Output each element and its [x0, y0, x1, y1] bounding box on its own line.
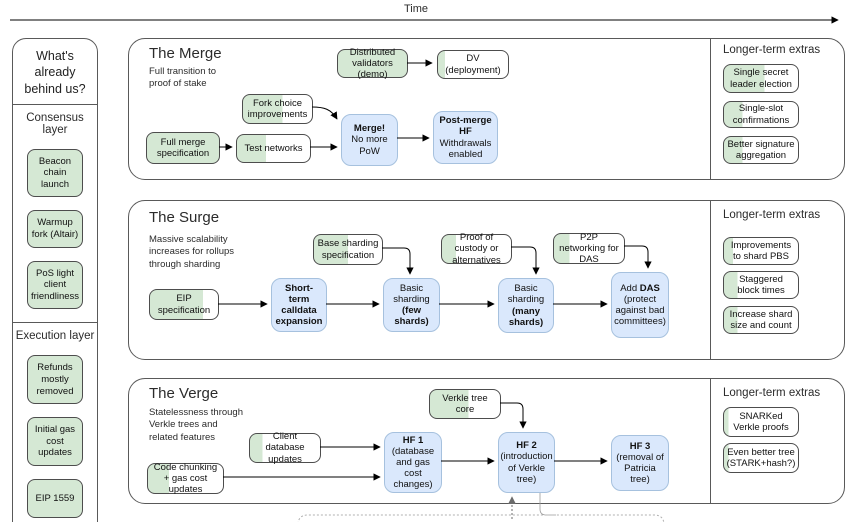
- node-post-merge-hf: Post-merge HF Withdrawals enabled: [433, 111, 498, 164]
- node-eip-specification: EIP specification: [149, 289, 219, 320]
- node-pos-light-client: PoS light client friendliness: [27, 260, 83, 310]
- hf3-body: (removal of Patricia tree): [616, 451, 664, 486]
- node-p2p-networking-das: P2P networking for DAS: [553, 232, 625, 265]
- surge-extras-title: Longer-term extras: [723, 209, 821, 221]
- node-beacon-chain-launch: Beacon chain launch: [27, 148, 83, 198]
- node-refunds-removed: Refunds mostly removed: [27, 355, 83, 405]
- node-hf1: HF 1 (database and gas cost changes): [384, 432, 442, 493]
- node-base-sharding-spec: Base sharding specification: [313, 234, 383, 265]
- node-verkle-tree-core: Verkle tree core: [429, 389, 501, 419]
- post-merge-body: Withdrawals enabled: [439, 137, 492, 160]
- section-the-verge: The Verge Statelessness through Verkle t…: [128, 378, 845, 504]
- node-hf2: HF 2 (introduction of Verkle tree): [498, 432, 555, 493]
- sidebar-whats-behind-us: What's already behind us? Consensus laye…: [12, 38, 98, 522]
- node-improvements-shard-pbs: Improvements to shard PBS: [723, 237, 799, 265]
- consensus-layer-label: Consensus layer: [26, 111, 84, 136]
- node-initial-gas-cost: Initial gas cost updates: [27, 417, 83, 466]
- node-staggered-block-times: Staggered block times: [723, 271, 799, 299]
- section-the-surge: The Surge Massive scalability increases …: [128, 200, 845, 360]
- execution-layer-label: Execution layer: [15, 330, 95, 343]
- time-axis-label: Time: [404, 3, 429, 15]
- merge-milestone-body: No more PoW: [351, 134, 388, 157]
- hf2-title: HF 2: [516, 440, 537, 452]
- post-merge-title: Post-merge HF: [439, 115, 492, 138]
- verge-extras-title: Longer-term extras: [723, 387, 821, 399]
- merge-extras-column: Longer-term extras Single secret leader …: [710, 39, 844, 179]
- node-fork-choice-improvements: Fork choice improvements: [242, 94, 313, 124]
- surge-extras-column: Longer-term extras Improvements to shard…: [710, 201, 844, 359]
- node-code-chunking: Code chunking + gas cost updates: [147, 462, 224, 495]
- sidebar-title: What's already behind us?: [24, 49, 86, 96]
- sidebar-divider: [13, 322, 97, 324]
- node-proof-of-custody: Proof of custody or alternatives: [441, 232, 512, 266]
- merge-title: The Merge: [149, 45, 222, 62]
- surge-title: The Surge: [149, 209, 220, 226]
- merge-extras-title: Longer-term extras: [723, 44, 821, 56]
- node-eip-1559: EIP 1559: [27, 478, 83, 519]
- verge-extras-column: Longer-term extras SNARKed Verkle proofs…: [710, 379, 844, 503]
- node-full-merge-specification: Full merge specification: [146, 132, 220, 164]
- node-better-signature-aggregation: Better signature aggregation: [723, 136, 799, 164]
- node-merge-milestone: Merge! No more PoW: [341, 114, 398, 166]
- node-basic-sharding-few: Basic sharding (few shards): [383, 278, 440, 332]
- node-warmup-fork-altair: Warmup fork (Altair): [27, 210, 83, 248]
- node-dv-deployment: DV (deployment): [437, 50, 509, 79]
- verge-subtitle: Statelessness through Verkle trees and r…: [149, 407, 244, 443]
- node-test-networks: Test networks: [236, 134, 311, 163]
- surge-subtitle: Massive scalability increases for rollup…: [149, 234, 235, 270]
- cutoff-next-section-outline: [297, 514, 665, 522]
- add-das-text: Add DAS (protect against bad committees): [614, 282, 666, 328]
- hf2-body: (introduction of Verkle tree): [500, 451, 553, 485]
- hf1-body: (database and gas cost changes): [391, 445, 435, 491]
- node-add-das: Add DAS (protect against bad committees): [611, 272, 669, 338]
- short-term-calldata-label: Short-term calldata expansion: [275, 282, 323, 328]
- node-increase-shard-size: Increase shard size and count: [723, 306, 799, 334]
- sidebar-divider: [13, 103, 97, 105]
- basic-sharding-few-text: Basic sharding (few shards): [393, 282, 430, 328]
- node-client-database-updates: Client database updates: [249, 431, 321, 465]
- node-snarked-verkle-proofs: SNARKed Verkle proofs: [723, 407, 799, 437]
- hf3-title: HF 3: [629, 440, 651, 452]
- node-even-better-tree: Even better tree (STARK+hash?): [723, 443, 799, 473]
- section-the-merge: The Merge Full transition to proof of st…: [128, 38, 845, 180]
- merge-subtitle: Full transition to proof of stake: [149, 66, 217, 90]
- node-single-secret-leader-election: Single secret leader election: [723, 64, 799, 93]
- basic-sharding-many-text: Basic sharding (many shards): [507, 283, 545, 328]
- node-distributed-validators: Distributed validators (demo): [337, 47, 408, 80]
- node-short-term-calldata: Short-term calldata expansion: [271, 278, 327, 332]
- merge-milestone-title: Merge!: [353, 123, 386, 135]
- node-basic-sharding-many: Basic sharding (many shards): [498, 278, 554, 333]
- node-single-slot-confirmations: Single-slot confirmations: [723, 101, 799, 128]
- node-hf3: HF 3 (removal of Patricia tree): [611, 435, 669, 491]
- verge-title: The Verge: [149, 385, 219, 402]
- hf1-title: HF 1: [402, 434, 424, 446]
